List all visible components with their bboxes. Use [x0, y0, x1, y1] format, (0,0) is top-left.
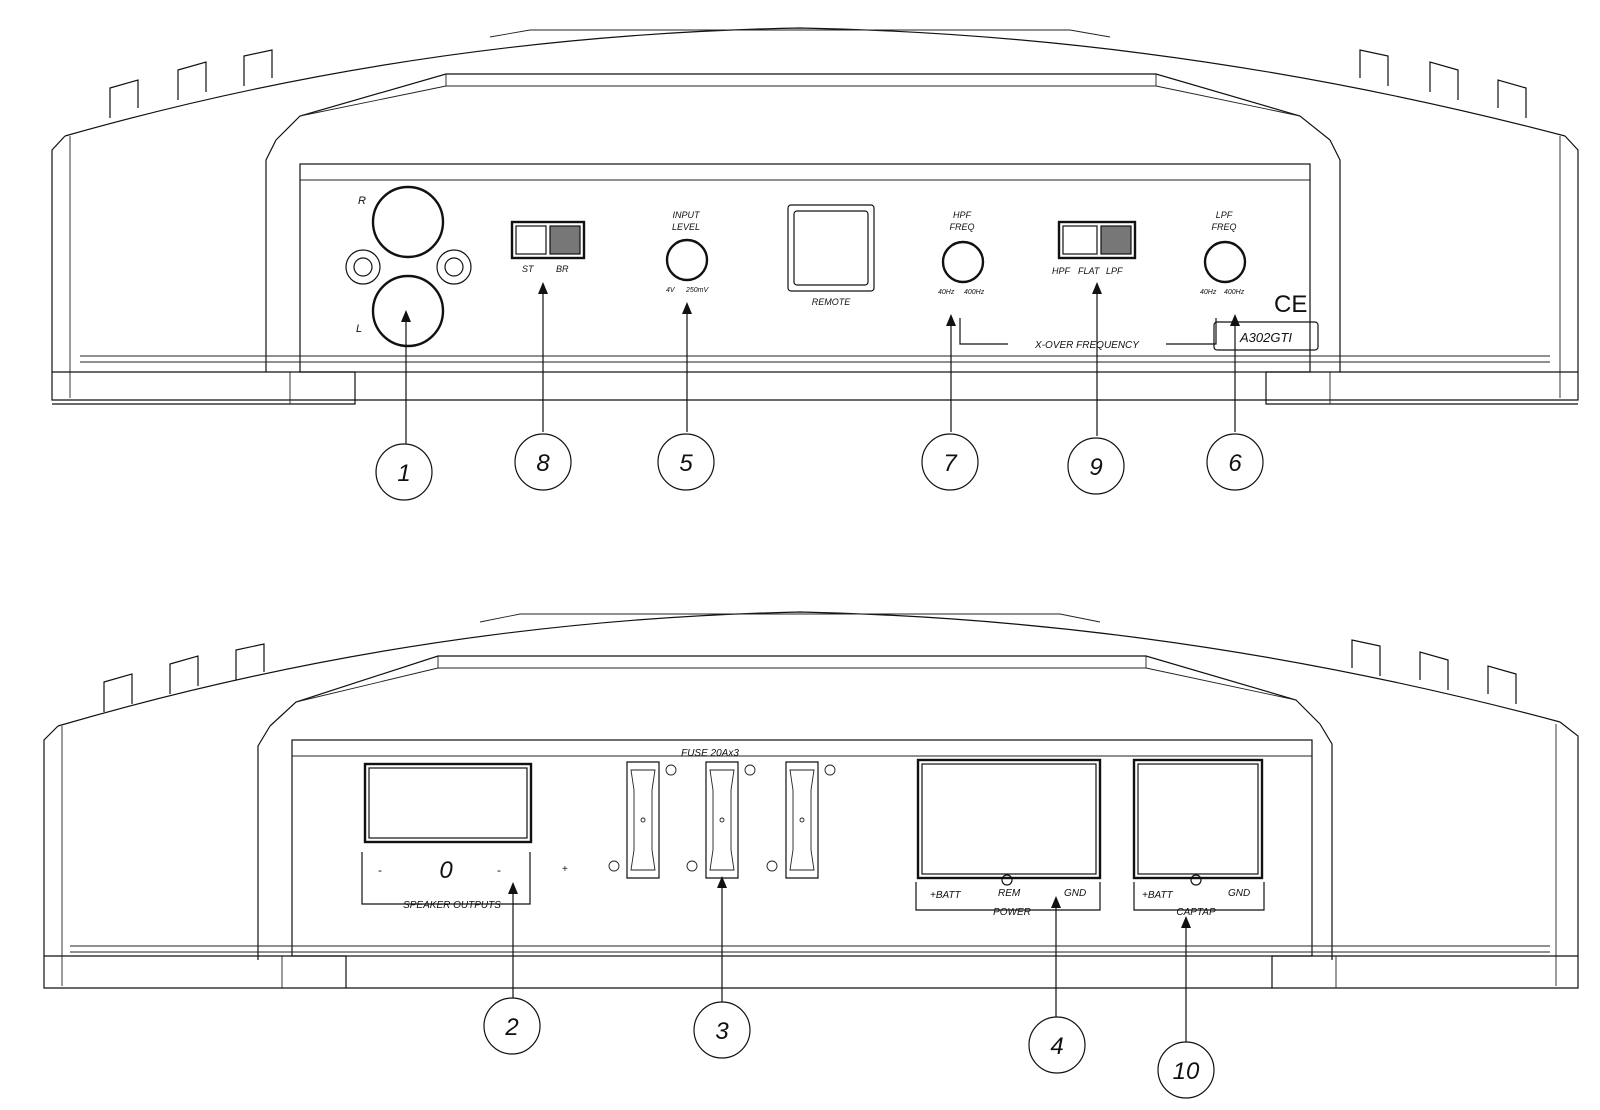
callout-8: 8: [514, 433, 572, 491]
remote-port[interactable]: [787, 204, 875, 292]
rear-panel-unit: - 0 - + SPEAKER OUTPUTS FUSE 20Ax3: [43, 611, 1579, 989]
lpf-max: 400Hz: [1224, 289, 1245, 296]
input-level-min: 4V: [666, 287, 676, 294]
rear-callouts: 2 3 4 10: [483, 997, 1215, 1099]
switch-st-label: ST: [522, 264, 535, 274]
hpf-freq-knob[interactable]: [941, 240, 985, 284]
callout-4: 4: [1028, 1016, 1086, 1074]
svg-text:7: 7: [943, 450, 958, 477]
power-rem-label: REM: [998, 888, 1021, 899]
speaker-minus-left: -: [378, 863, 382, 877]
xover-frequency-bracket: X-OVER FREQUENCY: [959, 318, 1217, 351]
ce-mark-icon: CE: [1274, 291, 1307, 318]
power-terminal-group: +BATT REM GND POWER: [915, 758, 1102, 918]
front-callout-leaders: [401, 282, 1240, 446]
fuse-1[interactable]: [608, 761, 677, 879]
callout-9: 9: [1067, 437, 1125, 495]
rear-connection-panel: [291, 739, 1313, 957]
front-panel-unit: R L ST BR INPUT LEVEL 4V 250mV REMOTE HP: [51, 27, 1579, 405]
fuse-label: FUSE 20Ax3: [681, 748, 739, 759]
model-badge: [1213, 321, 1319, 351]
lpf-min: 40Hz: [1200, 289, 1217, 296]
rca-screw-left-icon: [345, 249, 381, 285]
callout-6: 6: [1206, 433, 1264, 491]
housing-body: [51, 135, 1579, 401]
lpf-knob-group: LPF FREQ 40Hz 400Hz: [1200, 210, 1247, 296]
power-batt-label: +BATT: [930, 890, 962, 901]
fuse-3[interactable]: [766, 761, 836, 879]
rca-inputs: R L: [345, 185, 472, 348]
remote-port-group: REMOTE: [787, 204, 875, 307]
input-level-knob[interactable]: [665, 238, 709, 282]
fuse-2[interactable]: [686, 761, 756, 879]
input-level-knob-group: INPUT LEVEL 4V 250mV: [665, 210, 710, 294]
speaker-outputs-group: - 0 - + SPEAKER OUTPUTS: [361, 762, 568, 911]
power-terminal-block[interactable]: [916, 758, 1102, 880]
svg-text:9: 9: [1089, 454, 1102, 481]
filter-flat-label: FLAT: [1078, 266, 1101, 276]
captap-gnd-label: GND: [1228, 888, 1250, 899]
lpf-title-1: LPF: [1216, 210, 1233, 220]
svg-text:2: 2: [504, 1014, 518, 1041]
hpf-max: 400Hz: [964, 289, 985, 296]
rca-left-label: L: [356, 323, 362, 335]
svg-text:6: 6: [1228, 450, 1242, 477]
svg-text:5: 5: [679, 450, 693, 477]
captap-terminal-group: +BATT GND CAPTAP: [1132, 758, 1265, 918]
rca-screw-right-icon: [436, 249, 472, 285]
hpf-min: 40Hz: [938, 289, 955, 296]
speaker-terminal-block[interactable]: [363, 762, 533, 844]
svg-text:10: 10: [1173, 1058, 1200, 1085]
hpf-title-2: FREQ: [949, 222, 974, 232]
svg-text:8: 8: [536, 450, 550, 477]
captap-batt-label: +BATT: [1142, 890, 1174, 901]
callout-1: 1: [375, 443, 433, 501]
bridge-mode-switch[interactable]: ST BR: [510, 220, 586, 274]
speaker-minus-right: -: [497, 863, 501, 877]
model-name: A302GTI: [1239, 330, 1292, 345]
power-label: POWER: [993, 907, 1031, 918]
rca-left-jack[interactable]: [371, 274, 445, 348]
svg-text:4: 4: [1050, 1033, 1063, 1060]
svg-text:3: 3: [715, 1018, 729, 1045]
switch-br-label: BR: [556, 264, 569, 274]
speaker-plus: +: [562, 864, 568, 875]
hpf-knob-group: HPF FREQ 40Hz 400Hz: [938, 210, 985, 296]
front-control-panel: [299, 163, 1311, 373]
heatsink-fins-top: [109, 49, 1527, 118]
captap-terminal-block[interactable]: [1132, 758, 1264, 880]
callout-10: 10: [1157, 1041, 1215, 1099]
callout-3: 3: [693, 1001, 751, 1059]
xover-label: X-OVER FREQUENCY: [1034, 340, 1140, 351]
input-level-max: 250mV: [685, 287, 710, 294]
housing-top-curve: [64, 27, 1566, 137]
callout-7: 7: [921, 433, 979, 491]
input-level-title-1: INPUT: [673, 210, 702, 220]
rca-right-label: R: [358, 195, 366, 207]
speaker-outputs-label: SPEAKER OUTPUTS: [403, 900, 501, 911]
rca-right-jack[interactable]: [371, 185, 445, 259]
svg-text:1: 1: [397, 460, 410, 487]
filter-hpf-label: HPF: [1052, 266, 1071, 276]
filter-mode-switch[interactable]: HPF FLAT LPF: [1052, 220, 1137, 276]
speaker-zero: 0: [439, 857, 453, 884]
lpf-freq-knob[interactable]: [1203, 240, 1247, 284]
input-level-title-2: LEVEL: [672, 222, 700, 232]
filter-lpf-label: LPF: [1106, 266, 1123, 276]
fuse-group: FUSE 20Ax3: [608, 748, 836, 879]
callout-2: 2: [483, 997, 541, 1055]
callout-5: 5: [657, 433, 715, 491]
captap-label: CAPTAP: [1176, 907, 1216, 918]
front-callouts: 1 8 5 7 9 6: [375, 433, 1264, 501]
lpf-title-2: FREQ: [1211, 222, 1236, 232]
heatsink-fins-bottom: [103, 639, 1517, 712]
hpf-title-1: HPF: [953, 210, 972, 220]
power-gnd-label: GND: [1064, 888, 1086, 899]
rear-callout-leaders: [508, 876, 1191, 1042]
remote-label: REMOTE: [812, 297, 851, 307]
